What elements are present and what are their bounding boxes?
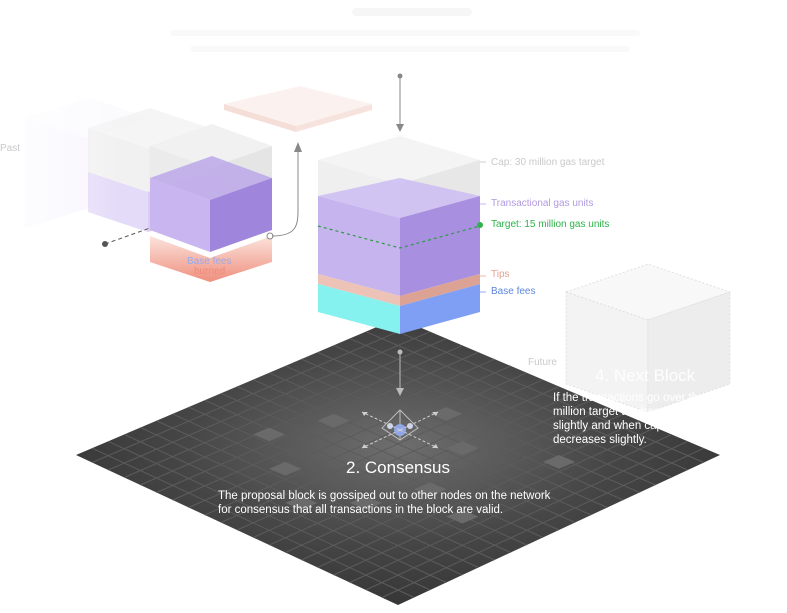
grid-line [236, 386, 560, 531]
grid-line [156, 420, 479, 568]
grid-tile [253, 427, 286, 442]
consensus-description-line-2: for consensus that all transactions in t… [218, 504, 504, 516]
grid-tile [269, 461, 302, 476]
next-block-description-line-4: decreases slightly. [553, 434, 647, 446]
base-fees-burned-label: Base fees [187, 256, 232, 267]
arrow-up-icon [396, 349, 404, 396]
label-markers [477, 161, 486, 293]
faded-header [170, 8, 640, 52]
grid-tile [446, 509, 479, 524]
future-label: Future [528, 357, 557, 368]
target-label: Target: 15 million gas units [491, 219, 610, 230]
grid-tile [414, 482, 447, 497]
grid-tile [446, 441, 479, 455]
future-block [564, 263, 732, 413]
past-blocks [0, 90, 272, 282]
grid-line [365, 440, 689, 591]
grid-line [285, 406, 608, 553]
burned-label: burned [194, 266, 226, 277]
network-grid [76, 318, 720, 605]
past-label: Past [0, 143, 21, 154]
next-block-description-line-1: If the transactions go over the 15 [553, 392, 721, 404]
current-block [317, 136, 481, 334]
grid-line [124, 433, 447, 583]
cap-label: Cap: 30 million gas target [491, 157, 605, 168]
grid-line [317, 420, 640, 568]
grid-tile [430, 407, 463, 421]
grid-line [252, 392, 576, 538]
grid-tile [317, 413, 350, 428]
next-block-description-line-2: million target the base fee increases [553, 406, 738, 418]
consensus-title: 2. Consensus [346, 458, 450, 477]
burn-connector [102, 142, 302, 247]
next-block-title: 4. Next Block [595, 366, 696, 385]
next-block-description-line-3: slightly and when capacity is low it [553, 420, 728, 432]
grid-line [333, 427, 656, 576]
arrow-down-icon [396, 73, 404, 132]
grid-line [91, 447, 415, 598]
tips-label: Tips [491, 269, 510, 280]
node-cluster-icon [361, 409, 439, 449]
consensus-description-line-1: The proposal block is gossiped out to ot… [218, 490, 551, 502]
grid-line [204, 399, 528, 546]
transactional-label: Transactional gas units [491, 198, 594, 209]
grid-line [107, 440, 431, 591]
grid-line [268, 399, 592, 546]
burn-tile [224, 86, 372, 132]
grid-tile [285, 496, 318, 510]
grid-tile [542, 455, 576, 469]
grid-line [220, 392, 544, 538]
base-fees-label: Base fees [491, 286, 536, 297]
grid-line [349, 433, 672, 583]
grid-line [188, 406, 511, 553]
grid-tile [349, 496, 382, 510]
grid-line [381, 447, 705, 598]
grid-line [172, 413, 495, 561]
grid-line [301, 413, 624, 561]
